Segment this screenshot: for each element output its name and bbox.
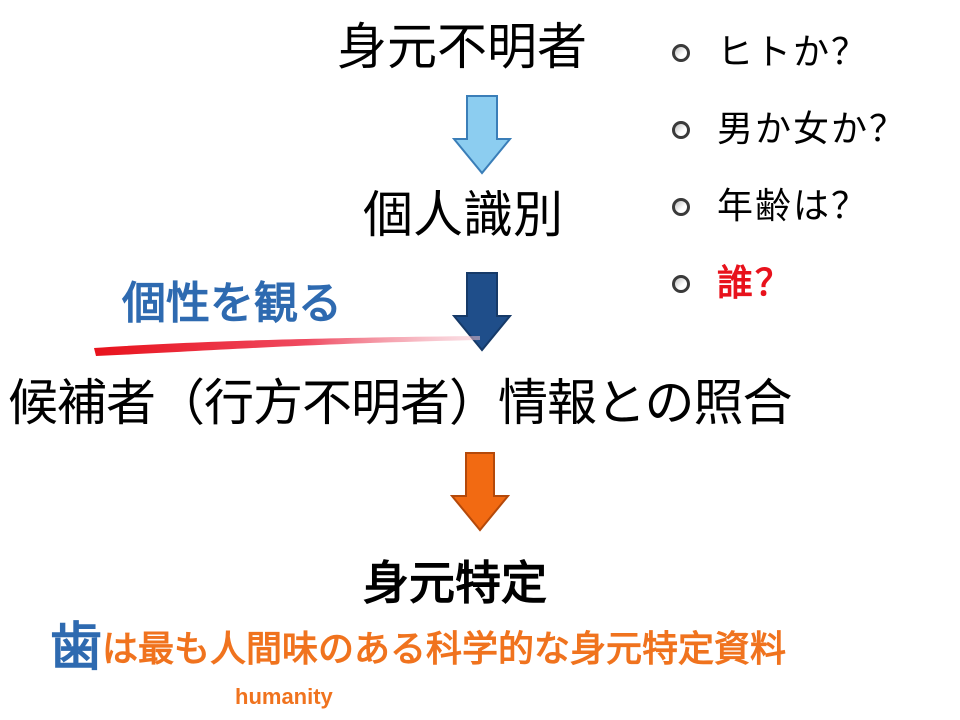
down-arrow-icon [452,95,512,175]
step-identification-result: 身元特定 [363,556,547,610]
step-candidate-matching: 候補者（行方不明者）情報との照合 [8,374,792,432]
humanity-caption: humanity [235,684,333,709]
question-item: ヒトか？ [672,14,907,91]
question-label: ヒトか？ [717,31,870,73]
question-item: 男か女か？ [672,91,907,168]
tooth-character: 歯 [50,618,103,678]
question-label: 年齢は？ [717,185,870,227]
down-arrow-icon [450,452,510,532]
ring-bullet-icon [672,197,690,216]
step-individual-identification: 個人識別 [363,186,563,244]
ring-bullet-icon [672,120,690,139]
footer-statement: 歯は最も人間味のある科学的な身元特定資料 [50,622,786,674]
question-label: 男か女か？ [717,108,908,150]
ring-bullet-icon [672,274,690,293]
observe-individuality-label: 個性を観る [122,278,342,329]
step-unidentified-person: 身元不明者 [337,18,587,76]
question-item: 誰？ [672,245,907,322]
ring-bullet-icon [672,43,690,62]
footer-statement-text: は最も人間味のある科学的な身元特定資料 [102,629,787,670]
question-list: ヒトか？ 男か女か？ 年齢は？ 誰？ [672,14,907,322]
question-label-emphasis: 誰？ [717,262,794,304]
underline-swoosh [94,336,480,356]
down-arrow-icon [452,272,512,352]
question-item: 年齢は？ [672,168,907,245]
